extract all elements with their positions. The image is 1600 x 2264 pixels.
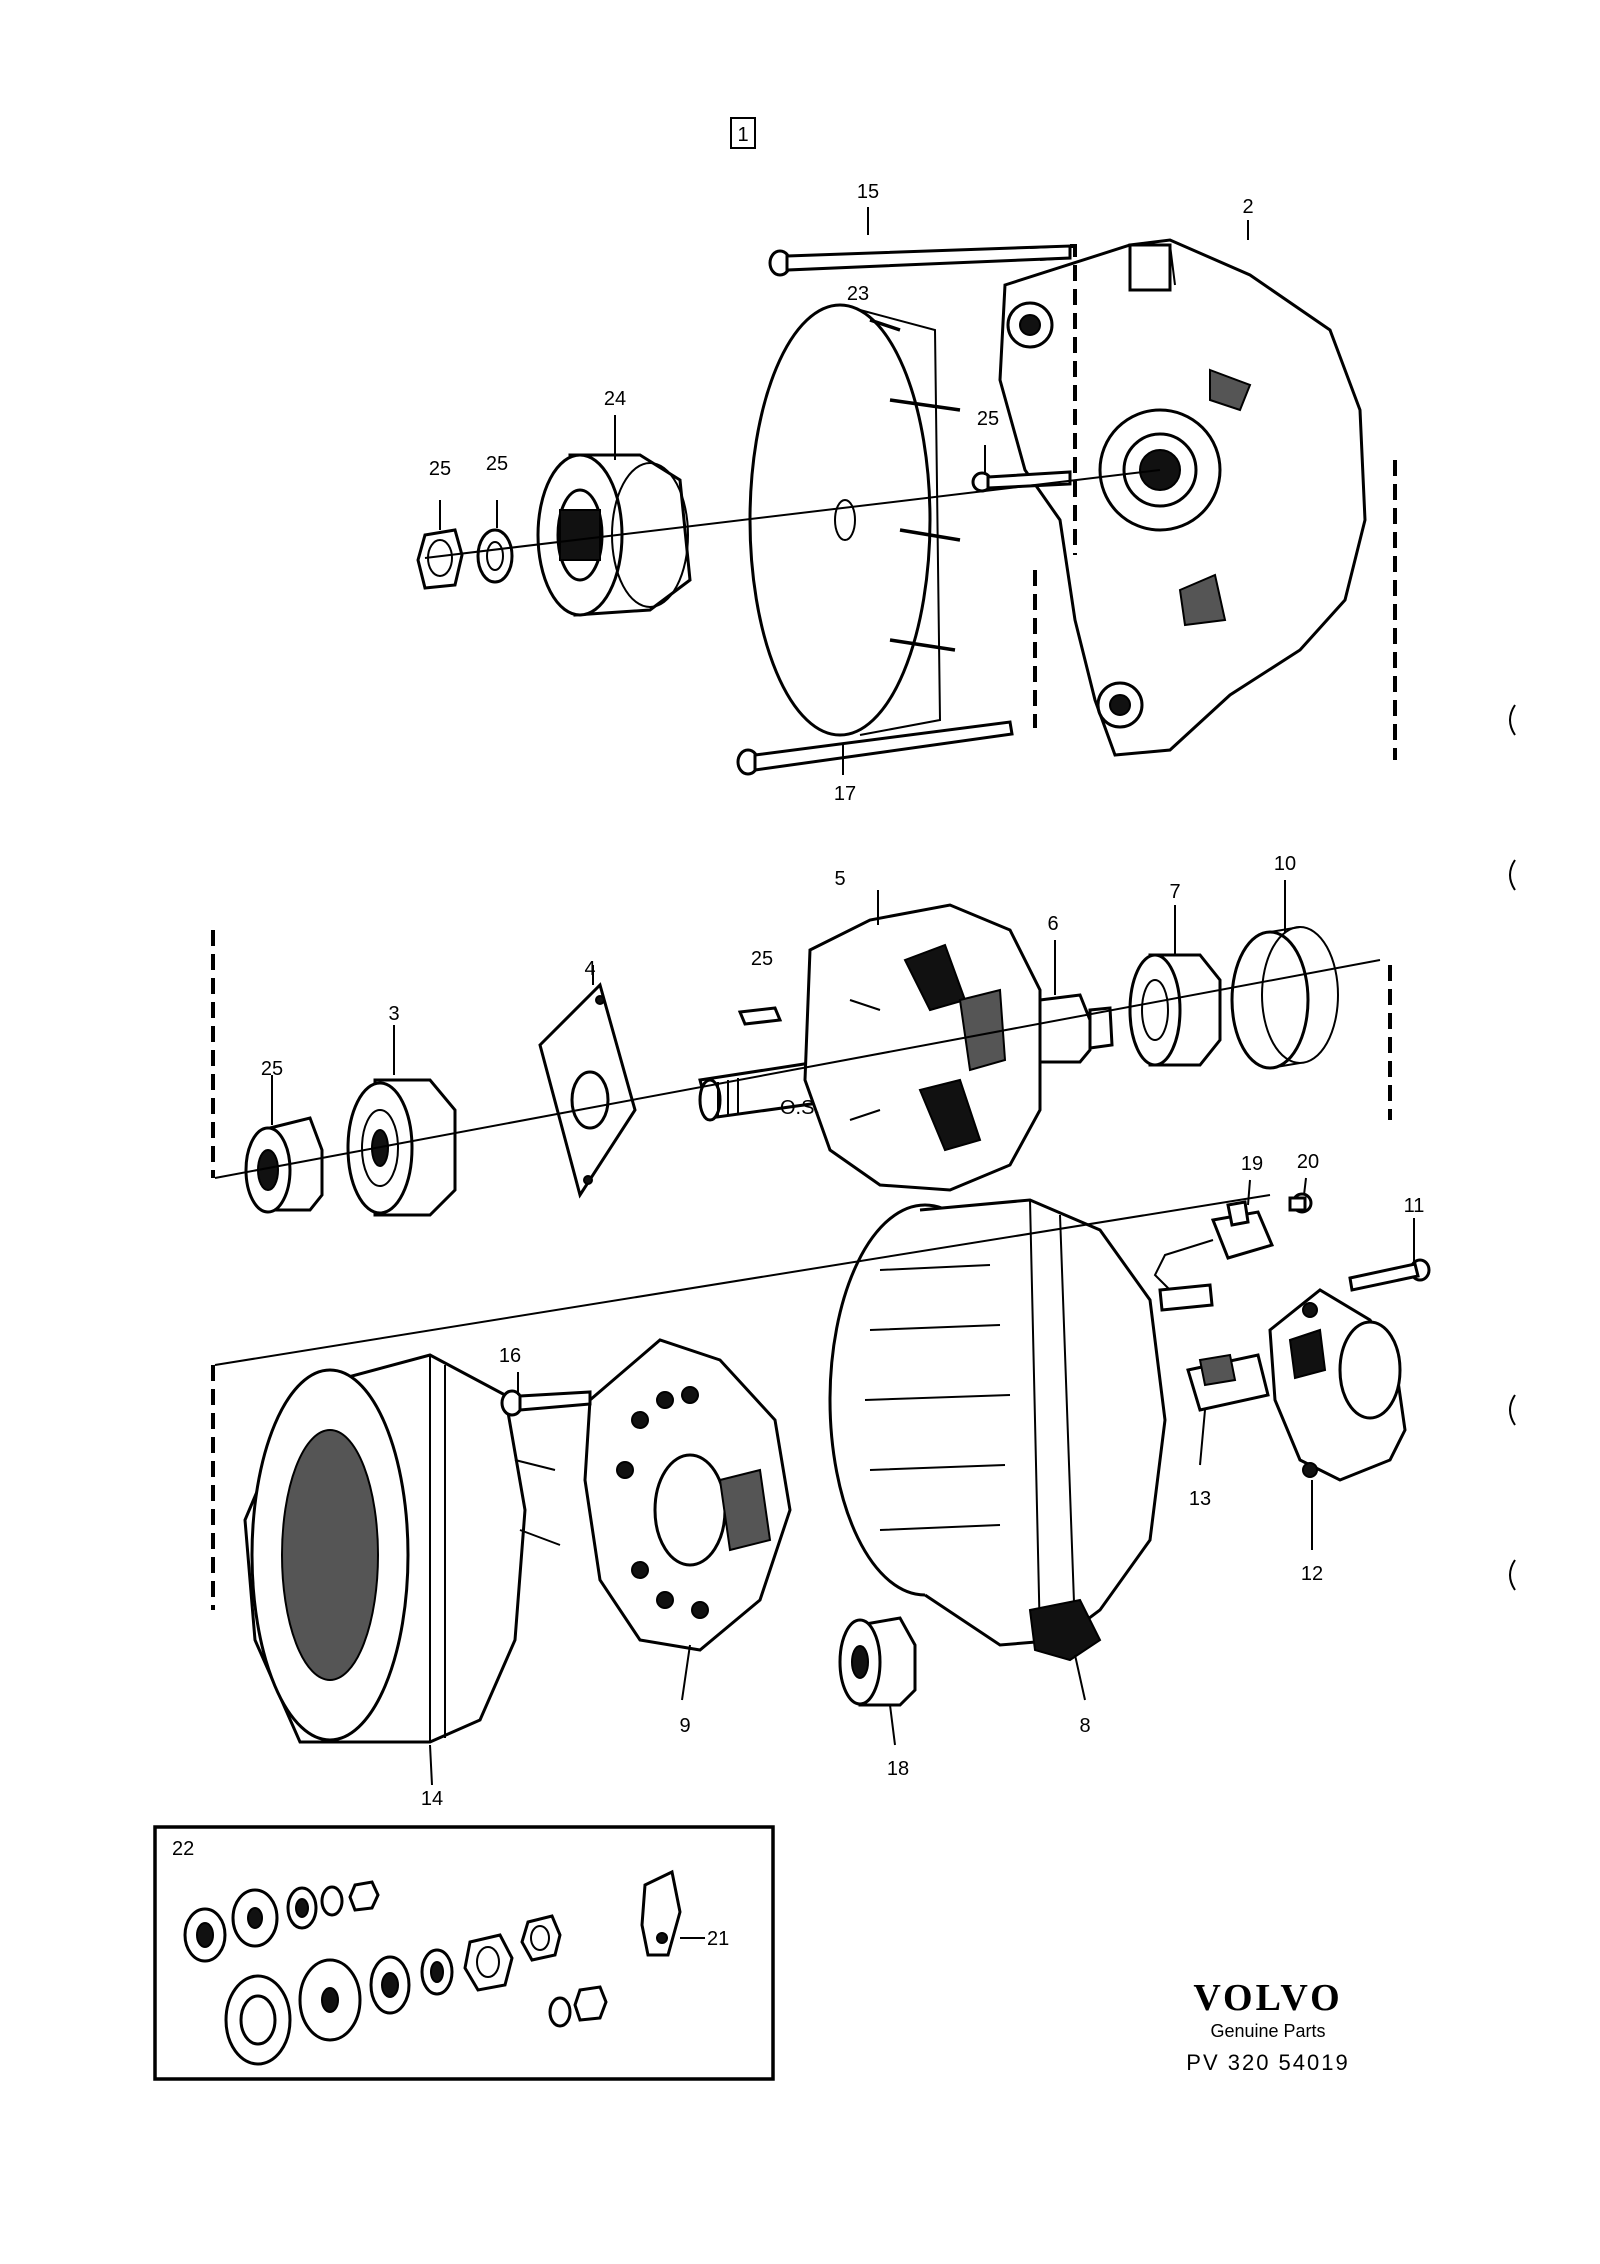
bearing-rear — [346, 1078, 457, 1217]
through-bolt-upper — [768, 244, 1072, 277]
fan — [748, 303, 961, 737]
axis-line-middle — [214, 959, 1381, 1179]
callout-19: 19 — [1241, 1153, 1263, 1175]
bushing — [244, 1116, 324, 1214]
callout-2: 2 — [1242, 196, 1253, 218]
slip-ring — [1038, 993, 1114, 1064]
brush-holder — [1186, 1353, 1270, 1412]
page-marker: 1 — [730, 117, 756, 149]
slip-ring-end-housing — [828, 1198, 1167, 1662]
suppressor-capacitor — [1153, 1200, 1275, 1312]
callout-9: 9 — [679, 1715, 690, 1737]
callout-25-nut: 25 — [429, 458, 451, 480]
rectifier — [583, 1338, 792, 1652]
margin-mark-3 — [1509, 1394, 1516, 1426]
pulley-nut — [416, 528, 464, 590]
suppressor-screw — [1288, 1192, 1313, 1214]
brand-logo: VOLVO — [1193, 1977, 1342, 2019]
callout-6: 6 — [1047, 913, 1058, 935]
callout-16: 16 — [499, 1345, 521, 1367]
callout-13: 13 — [1189, 1488, 1211, 1510]
callout-20: 20 — [1297, 1151, 1319, 1173]
kit-box: 22 21 — [153, 1825, 775, 2081]
callout-18: 18 — [887, 1758, 909, 1780]
rectifier-screw — [500, 1389, 592, 1417]
stator — [243, 1353, 561, 1744]
axis-line-top — [424, 469, 1161, 559]
callout-25-key: 25 — [751, 948, 773, 970]
page-marker-text: 1 — [737, 124, 748, 146]
callout-7: 7 — [1169, 881, 1180, 903]
callout-17: 17 — [834, 783, 856, 805]
brand-block: VOLVO Genuine Parts PV 320 54019 — [1186, 1977, 1349, 2075]
pulley — [536, 453, 692, 617]
woodruff-key — [737, 1006, 783, 1026]
callout-4: 4 — [584, 958, 595, 980]
kit-label: 22 — [172, 1838, 194, 1860]
callout-14: 14 — [421, 1788, 443, 1810]
callout-10: 10 — [1274, 853, 1296, 875]
through-bolt-lower — [736, 720, 1014, 776]
bearing-plate — [538, 982, 637, 1199]
axis-line-lower — [214, 1194, 1271, 1366]
pulley-washer — [476, 528, 514, 584]
callout-leaders — [271, 207, 1415, 1786]
regulator-screw — [1348, 1258, 1431, 1292]
callout-25-bushing: 25 — [261, 1058, 283, 1080]
voltage-regulator — [1268, 1288, 1407, 1482]
brand-code: PV 320 54019 — [1186, 2050, 1349, 2075]
callout-12: 12 — [1301, 1563, 1323, 1585]
assembly-line-top-1 — [1070, 244, 1077, 555]
mounting-bush — [838, 1616, 917, 1707]
margin-mark-1 — [1509, 704, 1516, 736]
margin-mark-2 — [1509, 859, 1516, 891]
callout-8: 8 — [1079, 1715, 1090, 1737]
callout-25-screw: 25 — [977, 408, 999, 430]
callout-5: 5 — [834, 868, 845, 890]
rotor-mark: O.S. — [780, 1097, 820, 1119]
drive-end-housing — [998, 238, 1367, 757]
callout-25-washer: 25 — [486, 453, 508, 475]
margin-mark-4 — [1509, 1559, 1516, 1591]
callout-23: 23 — [847, 283, 869, 305]
callout-15: 15 — [857, 181, 879, 203]
callout-3: 3 — [388, 1003, 399, 1025]
bearing-front — [1128, 953, 1222, 1067]
rotor: O.S. — [698, 903, 1042, 1192]
callout-11: 11 — [1404, 1195, 1425, 1217]
bearing-ring — [1230, 926, 1339, 1070]
callout-24: 24 — [604, 388, 626, 410]
brand-tagline: Genuine Parts — [1210, 2021, 1325, 2041]
kit-item-label: 21 — [707, 1928, 729, 1950]
